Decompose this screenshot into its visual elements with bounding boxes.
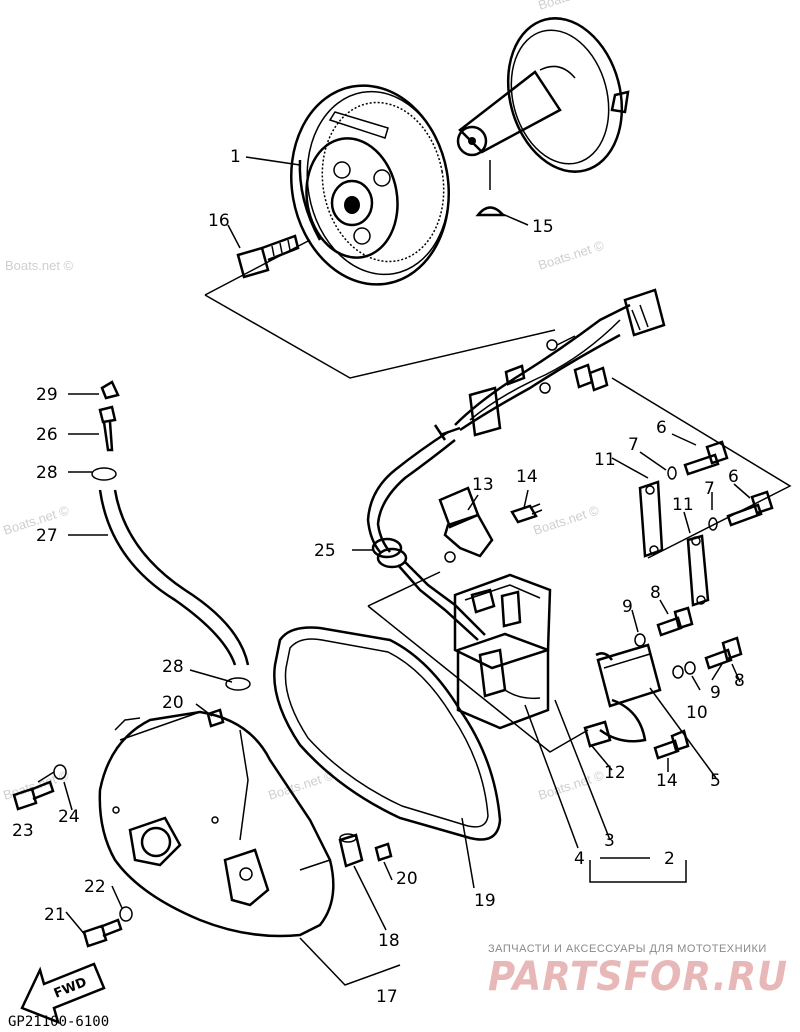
part-label-23: 23 — [12, 821, 34, 841]
flywheel-bolt-drawing — [236, 234, 300, 279]
part-label-9-left: 9 — [622, 597, 633, 617]
brand-watermark: ЗАПЧАСТИ И АКСЕССУАРЫ ДЛЯ МОТОТЕХНИКИ PA… — [488, 943, 788, 1000]
part-label-24: 24 — [58, 807, 80, 827]
part-label-4: 4 — [574, 849, 585, 869]
part-label-20-upper: 20 — [162, 693, 184, 713]
grommet-drawing — [371, 537, 486, 641]
part-label-12: 12 — [604, 763, 626, 783]
coil-bracket-drawing — [583, 643, 662, 748]
diagram-code: GP21100-6100 — [8, 1014, 109, 1030]
watermark: Boats.net © — [536, 0, 606, 13]
part-label-25: 25 — [314, 541, 336, 561]
part-label-8-right: 8 — [734, 671, 745, 691]
part-label-28: 28 — [36, 463, 58, 483]
part-label-7-right: 7 — [704, 479, 715, 499]
part-label-21: 21 — [44, 905, 66, 925]
part-label-11-right: 11 — [672, 495, 694, 515]
part-label-10: 10 — [686, 703, 708, 723]
part-label-17: 17 — [376, 987, 398, 1007]
part-label-11-left: 11 — [594, 450, 616, 470]
part-label-26: 26 — [36, 425, 58, 445]
part-label-6-right: 6 — [728, 467, 739, 487]
brand-logo: PARTSFOR.RU — [488, 954, 788, 1000]
crankshaft-drawing — [456, 17, 630, 190]
watermark: Boats.net © — [5, 258, 74, 273]
part-label-6-top: 6 — [656, 418, 667, 438]
part-label-29: 29 — [36, 385, 58, 405]
wire-harness-drawing — [366, 288, 666, 553]
gasket-inner-drawing — [284, 638, 489, 828]
part-label-2: 2 — [664, 849, 675, 869]
hose-fittings-drawing — [91, 380, 251, 691]
bushing-drawing — [206, 708, 393, 868]
part-label-5: 5 — [710, 771, 721, 791]
part-label-28-lower: 28 — [162, 657, 184, 677]
watermark: Boats.net © — [266, 767, 336, 802]
part-labels: 1 16 15 29 26 28 27 25 13 14 11 7 6 11 7… — [12, 147, 745, 1007]
watermark: Boats.net © — [536, 767, 606, 802]
part-label-18: 18 — [378, 931, 400, 951]
part-label-19: 19 — [474, 891, 496, 911]
assembly-outline-box — [204, 239, 792, 753]
part-label-1: 1 — [230, 147, 241, 167]
pulser-coil-drawing — [453, 573, 552, 730]
part-label-7-left: 7 — [628, 435, 639, 455]
watermark: Boats.net © — [536, 237, 606, 272]
crankcase-cover-drawing — [98, 710, 335, 938]
watermark: Boats.net © — [531, 502, 601, 537]
flywheel-rotor-drawing — [289, 84, 451, 286]
part-label-8-left: 8 — [650, 583, 661, 603]
part-label-14-top: 14 — [516, 467, 538, 487]
leader-lines — [37, 156, 751, 986]
link-rods-drawing — [638, 480, 710, 607]
hardware-drawing — [634, 440, 774, 760]
gasket-drawing — [273, 626, 502, 841]
part-label-14-bottom: 14 — [656, 771, 678, 791]
part-label-22: 22 — [84, 877, 106, 897]
part-label-20-lower: 20 — [396, 869, 418, 889]
brand-tagline: ЗАПЧАСТИ И АКСЕССУАРЫ ДЛЯ МОТОТЕХНИКИ — [488, 943, 767, 955]
part-label-27: 27 — [36, 526, 58, 546]
part-label-9-right: 9 — [710, 683, 721, 703]
part-label-13: 13 — [472, 475, 494, 495]
woodruff-key-drawing — [475, 206, 506, 217]
cover-bolts-drawing — [12, 764, 133, 948]
part-label-15: 15 — [532, 217, 554, 237]
part-label-3: 3 — [604, 831, 615, 851]
part-label-16: 16 — [208, 211, 230, 231]
